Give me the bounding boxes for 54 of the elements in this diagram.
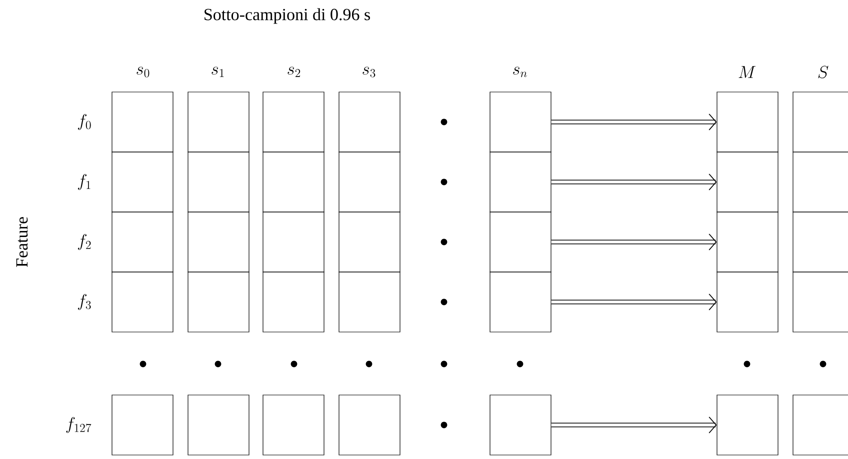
cell-box <box>338 152 400 212</box>
cell-box <box>262 394 324 456</box>
cell-box <box>490 92 552 152</box>
axis-label: $f_0$ <box>78 114 91 130</box>
cell-box <box>188 152 250 212</box>
cell-box <box>112 152 174 212</box>
cell-box <box>792 272 848 332</box>
cell-box <box>188 272 250 332</box>
axis-label: $f_{127}$ <box>66 417 92 433</box>
axis-label: Feature <box>16 217 28 267</box>
axis-label: $s_3$ <box>362 66 376 78</box>
cell-box <box>188 394 250 456</box>
double-arrow <box>551 234 717 250</box>
cell-box <box>338 212 400 272</box>
cell-box <box>490 272 552 332</box>
cell-box <box>716 272 778 332</box>
axis-label: $s_1$ <box>212 66 224 78</box>
axis-label: $s_0$ <box>136 66 150 78</box>
axis-label: $f_2$ <box>78 234 91 250</box>
cell-box <box>490 394 552 456</box>
double-arrow <box>551 114 717 130</box>
cell-box <box>112 92 174 152</box>
title: Sotto-campioni di 0.96 s <box>204 8 370 24</box>
cell-box <box>262 272 324 332</box>
cell-box <box>262 152 324 212</box>
cell-box <box>792 212 848 272</box>
cell-box <box>792 394 848 456</box>
cell-box <box>262 212 324 272</box>
cell-box <box>112 272 174 332</box>
cell-box <box>716 152 778 212</box>
cell-box <box>716 92 778 152</box>
cell-box <box>792 92 848 152</box>
cell-box <box>338 272 400 332</box>
cell-box <box>112 394 174 456</box>
cell-box <box>262 92 324 152</box>
cell-box <box>716 212 778 272</box>
axis-label: $S$ <box>818 66 828 78</box>
axis-label: $M$ <box>738 66 756 78</box>
axis-label: $s_2$ <box>288 66 300 78</box>
cell-box <box>716 394 778 456</box>
cell-box <box>338 394 400 456</box>
cell-box <box>490 152 552 212</box>
cell-box <box>188 92 250 152</box>
axis-label: $f_1$ <box>78 174 90 190</box>
cell-box <box>338 92 400 152</box>
cell-box <box>490 212 552 272</box>
cell-box <box>792 152 848 212</box>
cell-box <box>188 212 250 272</box>
double-arrow <box>551 416 717 434</box>
cell-box <box>112 212 174 272</box>
axis-label: $s_n$ <box>513 66 527 78</box>
axis-label: $f_3$ <box>78 294 91 310</box>
double-arrow <box>551 174 717 190</box>
double-arrow <box>551 294 717 310</box>
